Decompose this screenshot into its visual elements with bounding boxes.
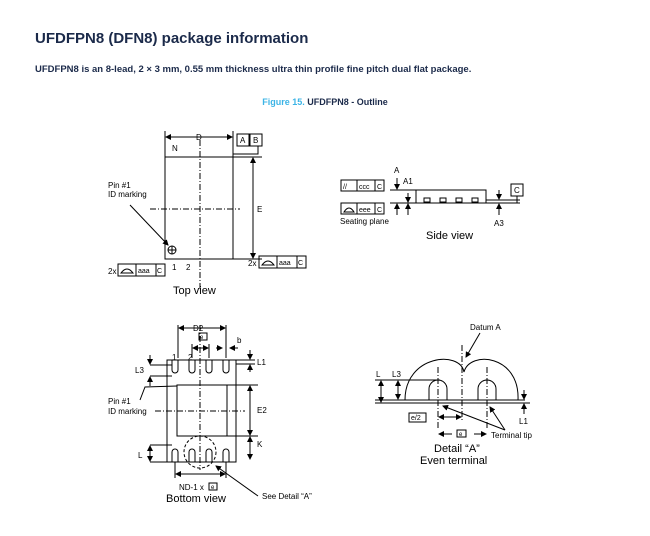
parallel-value: ccc (359, 184, 370, 191)
dim-e-label: E (257, 205, 262, 214)
detail-title-line2: Even terminal (420, 455, 487, 467)
dim-e2-label: E2 (257, 406, 267, 415)
datum-b-label: B (253, 136, 258, 145)
dim-a1-label: A1 (403, 177, 413, 186)
dim-a-label: A (394, 166, 400, 175)
top-view-body (164, 156, 234, 260)
dim-a3-label: A3 (494, 219, 504, 228)
detail-a-labels: Datum A L L3 L1 e/2 e Terminal tip Detai… (376, 323, 532, 467)
bottom-view (139, 325, 259, 497)
figure-title: UFDFPN8 - Outline (307, 97, 388, 107)
bottom-pin1-label-line1: Pin #1 (108, 397, 131, 406)
seating-plane-label: Seating plane (340, 217, 389, 226)
bottom-pin-1-label: 1 (172, 353, 177, 362)
pad-top-2 (188, 360, 196, 374)
figure-caption: Figure 15. UFDFPN8 - Outline (0, 97, 650, 107)
datum-a-label: Datum A (470, 323, 501, 332)
side-view-title: Side view (426, 230, 473, 242)
bottom-pin1-label-line2: ID marking (108, 407, 147, 416)
pitch-label: ND-1 x (179, 483, 204, 492)
top-view-title: Top view (173, 285, 216, 297)
pitch-e-label: e (211, 485, 215, 491)
side-view (340, 178, 524, 215)
dim-d2-label: D2 (193, 324, 204, 333)
pad-bottom-4 (222, 448, 230, 462)
intro-text: UFDFPN8 is an 8-lead, 2 × 3 mm, 0.55 mm … (35, 64, 472, 75)
dim-l-label: L (138, 451, 143, 460)
dim-l1-label: L1 (257, 358, 266, 367)
datum-c-label: C (514, 186, 520, 195)
dim-e-label: e (200, 335, 204, 341)
parallel-datum: C (377, 184, 382, 191)
tol-right-datum: C (298, 260, 303, 267)
tol-left-datum: C (157, 268, 162, 275)
detail-a-circle (183, 435, 217, 469)
pin1-label-line1: Pin #1 (108, 181, 131, 190)
terminal-tip-label: Terminal tip (491, 431, 532, 440)
pad-bottom-1 (171, 448, 179, 462)
pad-bottom-2 (188, 448, 196, 462)
pin1-label-line2: ID marking (108, 190, 147, 199)
detail-outline (404, 358, 519, 401)
pad-top-3 (205, 360, 213, 374)
detail-l-label: L (376, 370, 381, 379)
bottom-pin-2-label: 2 (188, 353, 193, 362)
top-view-labels: D A B N E Pin #1 ID marking 1 2 2x aaa C… (108, 133, 303, 297)
dim-l3-label: L3 (135, 366, 144, 375)
tol-right-value: aaa (279, 260, 291, 267)
see-detail-label: See Detail “A” (262, 492, 312, 501)
bottom-view-labels: D2 e b 1 2 L1 L3 E2 K L Pin #1 ID markin… (108, 324, 312, 505)
datum-a-label: A (240, 136, 246, 145)
pad-top-4 (222, 360, 230, 374)
detail-title-line1: Detail “A” (434, 443, 480, 455)
top-view (117, 131, 307, 290)
pitch-label: e (459, 432, 463, 438)
bottom-view-title: Bottom view (166, 493, 226, 505)
page-title: UFDFPN8 (DFN8) package information (35, 30, 309, 47)
figure-number: Figure 15. (262, 97, 305, 107)
detail-a (375, 332, 530, 438)
tol-left-value: aaa (138, 268, 150, 275)
pin-1-label: 1 (172, 263, 177, 272)
pad-bottom-3 (205, 448, 213, 462)
flatness-datum: C (377, 207, 382, 214)
parallel-symbol: // (343, 184, 347, 191)
flatness-value: eee (359, 207, 371, 214)
pin-2-label: 2 (186, 263, 191, 272)
tol-right-prefix: 2x (248, 259, 256, 268)
detail-l1-label: L1 (519, 417, 528, 426)
pad-top-1 (171, 360, 179, 374)
dim-k-label: K (257, 440, 263, 449)
detail-l3-label: L3 (392, 370, 401, 379)
half-pitch-label: e/2 (411, 415, 421, 422)
dim-b-label: b (237, 336, 242, 345)
corner-n-label: N (172, 144, 178, 153)
tol-left-prefix: 2x (108, 267, 116, 276)
dim-d-label: D (196, 133, 202, 142)
side-view-labels: A A1 A3 C // ccc C eee C Seating plane S… (340, 166, 520, 242)
